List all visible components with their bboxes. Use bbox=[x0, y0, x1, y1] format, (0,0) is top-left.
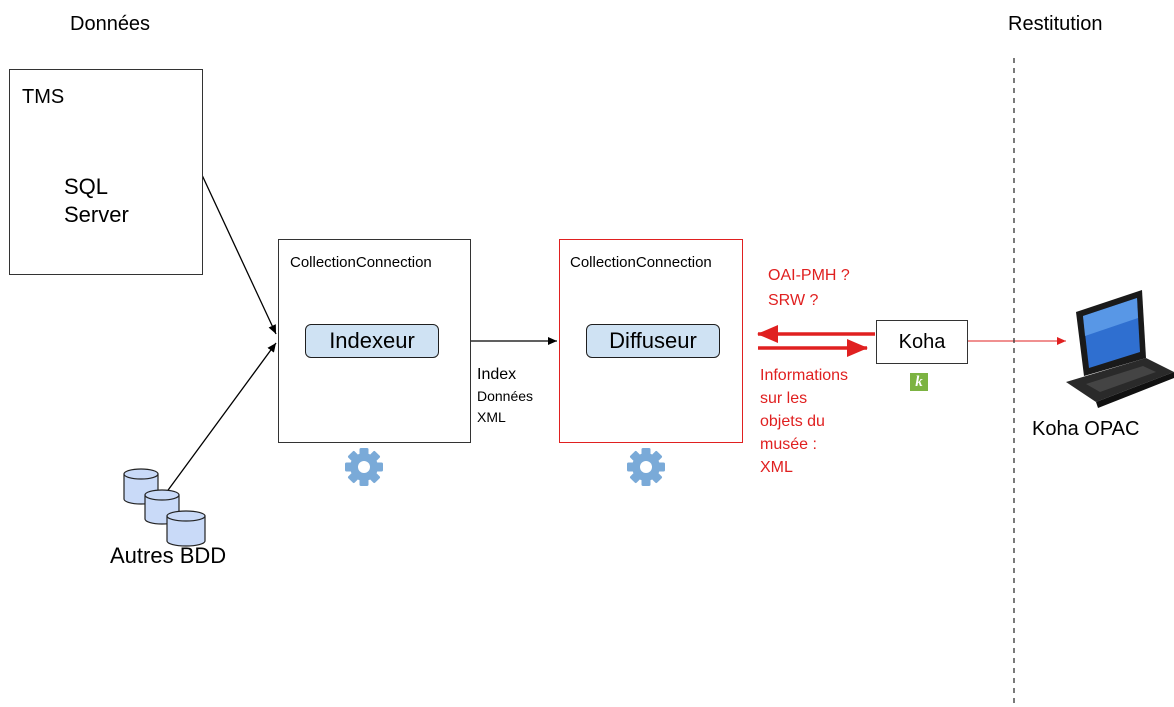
other-db-label: Autres BDD bbox=[110, 543, 227, 568]
koha-box[interactable]: Koha bbox=[876, 320, 968, 364]
index-label: Index bbox=[477, 366, 517, 383]
db-label-line2: Server bbox=[64, 202, 129, 227]
gear-icon bbox=[627, 448, 665, 486]
header-data: Données bbox=[70, 13, 151, 35]
diffuser-box-title: CollectionConnection bbox=[570, 254, 712, 271]
tms-box bbox=[9, 69, 203, 275]
header-restitution: Restitution bbox=[1008, 13, 1103, 35]
indexer-box-title: CollectionConnection bbox=[290, 254, 432, 271]
index-label-line2: Données bbox=[477, 388, 534, 404]
info-label-line2: sur les bbox=[760, 390, 808, 407]
info-label-line4: musée : bbox=[760, 436, 817, 453]
protocol-oai-pmh: OAI-PMH ? bbox=[768, 267, 850, 284]
info-label-line3: objets du bbox=[760, 413, 825, 430]
arrow-otherdb-to-indexer bbox=[162, 342, 277, 498]
indexer-button[interactable]: Indexeur bbox=[305, 324, 439, 358]
koha-logo-icon: k bbox=[910, 373, 928, 391]
protocol-srw: SRW ? bbox=[768, 292, 819, 309]
koha-opac-label: Koha OPAC bbox=[1032, 418, 1140, 440]
info-label-line5: XML bbox=[760, 459, 793, 476]
diffuser-button[interactable]: Diffuseur bbox=[586, 324, 720, 358]
tms-title: TMS bbox=[22, 86, 65, 108]
laptop-icon bbox=[1066, 290, 1174, 408]
db-label-line1: SQL bbox=[64, 174, 109, 199]
index-label-line3: XML bbox=[477, 409, 506, 425]
gear-icon bbox=[345, 448, 383, 486]
info-label-line1: Informations bbox=[760, 367, 849, 384]
arrow-tms-to-indexer bbox=[201, 174, 277, 335]
other-db-icon bbox=[123, 468, 206, 547]
